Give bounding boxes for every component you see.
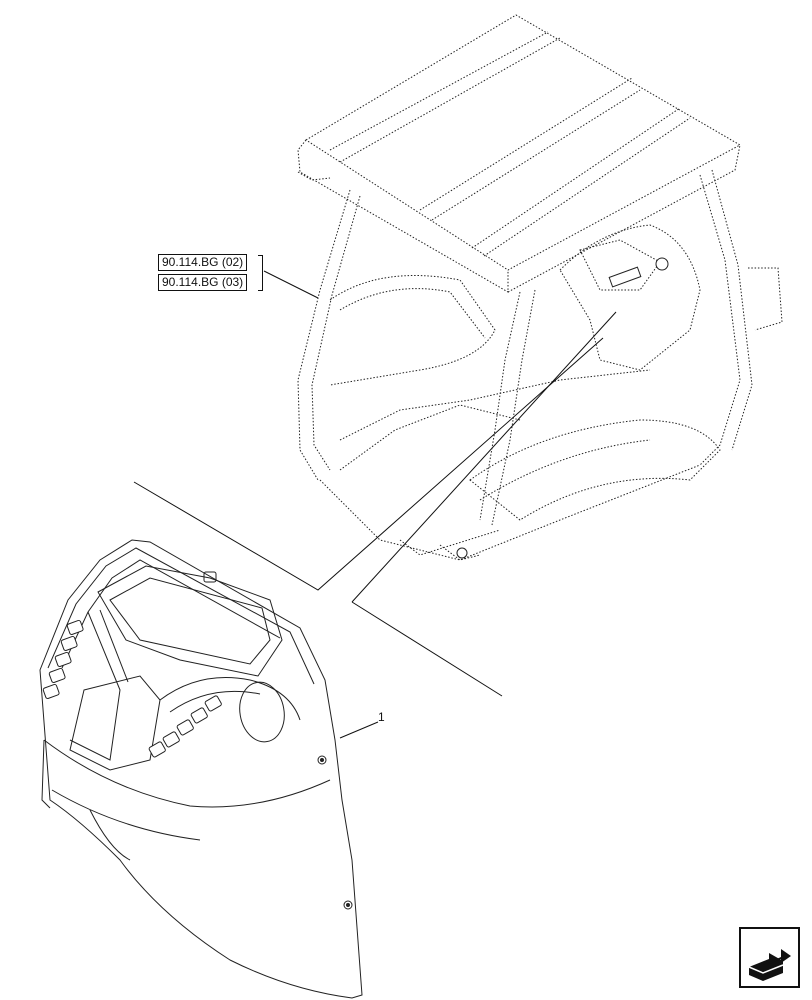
dash-switches <box>42 619 222 758</box>
leader-lines <box>133 270 617 739</box>
cab-frame <box>297 14 783 561</box>
navigation-button[interactable] <box>739 927 800 988</box>
reference-label-02[interactable]: 90.114.BG (02) <box>158 254 248 271</box>
dash-panel <box>39 539 363 999</box>
mount-holes <box>317 755 353 910</box>
arrow-turn-icon <box>748 949 791 981</box>
reference-label-03[interactable]: 90.114.BG (03) <box>158 274 248 291</box>
cab-details <box>456 257 669 559</box>
callout-number: 1 <box>378 710 385 724</box>
reference-bracket <box>258 255 263 291</box>
